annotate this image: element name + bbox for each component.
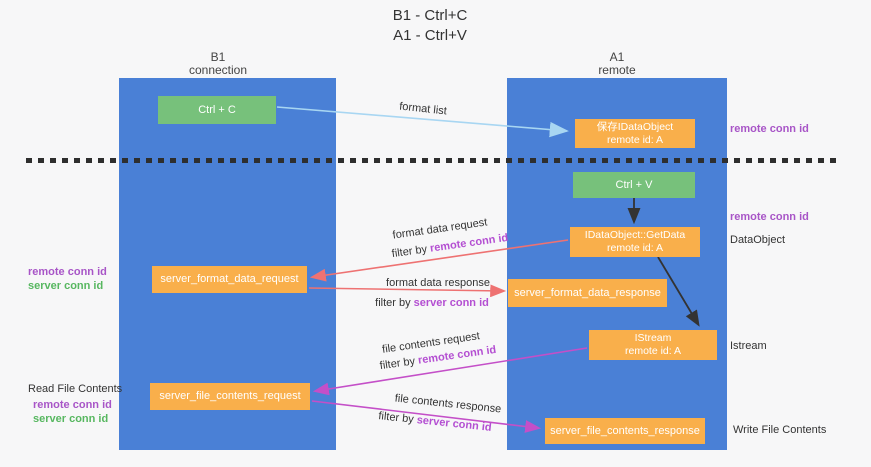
istream-line2: remote id: A <box>624 345 682 357</box>
label-format-data-response: format data response <box>386 277 490 289</box>
ctrl-c-label: Ctrl + C <box>198 104 236 116</box>
annotation-left-file-server-conn-id: server conn id <box>33 413 109 425</box>
lifeline-header-a1: A1 remote <box>552 51 682 77</box>
label-format-list: format list <box>398 100 448 118</box>
annotation-left-server-conn-id: server conn id <box>28 280 104 292</box>
getdata-line1: IDataObject::GetData <box>584 229 686 241</box>
ctrl-v-label: Ctrl + V <box>615 179 653 191</box>
filter-key-server-conn-id: server conn id <box>416 414 493 434</box>
filter-prefix: filter by <box>379 355 416 373</box>
annotation-write-file-contents: Write File Contents <box>733 424 827 436</box>
node-server-file-contents-response: server_file_contents_response <box>545 418 705 444</box>
server-file-contents-response-label: server_file_contents_response <box>550 424 700 437</box>
filter-key-remote-conn-id: remote conn id <box>429 231 509 255</box>
lifeline-a1-title: A1 <box>609 50 625 64</box>
title-line-2: A1 - Ctrl+V <box>393 27 467 44</box>
filter-prefix: filter by <box>375 297 411 309</box>
node-server-file-contents-request: server_file_contents_request <box>150 383 310 410</box>
node-idataobject-getdata: IDataObject::GetData remote id: A <box>570 227 700 257</box>
server-format-data-response-label: server_format_data_response <box>514 286 661 299</box>
node-save-idataobject: 保存IDataObject remote id: A <box>575 119 695 148</box>
node-server-format-data-request: server_format_data_request <box>152 266 307 293</box>
session-divider-line <box>26 158 836 163</box>
lifeline-b1-subtitle: connection <box>188 63 248 77</box>
getdata-line2: remote id: A <box>606 242 664 254</box>
diagram-title: B1 - Ctrl+C A1 - Ctrl+V <box>0 6 860 46</box>
annotation-istream: Istream <box>730 340 767 352</box>
title-line-1: B1 - Ctrl+C <box>392 7 468 24</box>
node-server-format-data-response: server_format_data_response <box>508 279 667 307</box>
server-file-contents-request-label: server_file_contents_request <box>159 390 301 402</box>
annotation-remote-conn-id-mid: remote conn id <box>730 211 809 223</box>
node-ctrl-v: Ctrl + V <box>573 172 695 198</box>
lifeline-b1-title: B1 <box>210 50 226 64</box>
filter-prefix: filter by <box>391 243 428 261</box>
label-file-contents-response-filter: filter by server conn id <box>378 410 492 434</box>
annotation-left-file-remote-conn-id: remote conn id <box>33 399 112 411</box>
save-idataobject-line2: remote id: A <box>606 133 664 146</box>
annotation-left-remote-conn-id: remote conn id <box>28 266 107 278</box>
istream-line1: IStream <box>634 332 672 344</box>
lifeline-a1-subtitle: remote <box>598 63 636 77</box>
filter-key-server-conn-id: server conn id <box>413 297 489 309</box>
node-istream: IStream remote id: A <box>589 330 717 360</box>
label-format-data-response-filter: filter by server conn id <box>375 297 489 309</box>
annotation-read-file-contents: Read File Contents <box>28 383 123 395</box>
server-format-data-request-label: server_format_data_request <box>160 273 299 285</box>
annotation-dataobject: DataObject <box>730 234 786 246</box>
filter-prefix: filter by <box>377 410 415 426</box>
save-idataobject-line1: 保存IDataObject <box>596 120 674 133</box>
annotation-remote-conn-id-top: remote conn id <box>730 123 809 135</box>
label-file-contents-response: file contents response <box>394 392 502 416</box>
lifeline-header-b1: B1 connection <box>153 51 283 77</box>
node-ctrl-c: Ctrl + C <box>158 96 276 124</box>
